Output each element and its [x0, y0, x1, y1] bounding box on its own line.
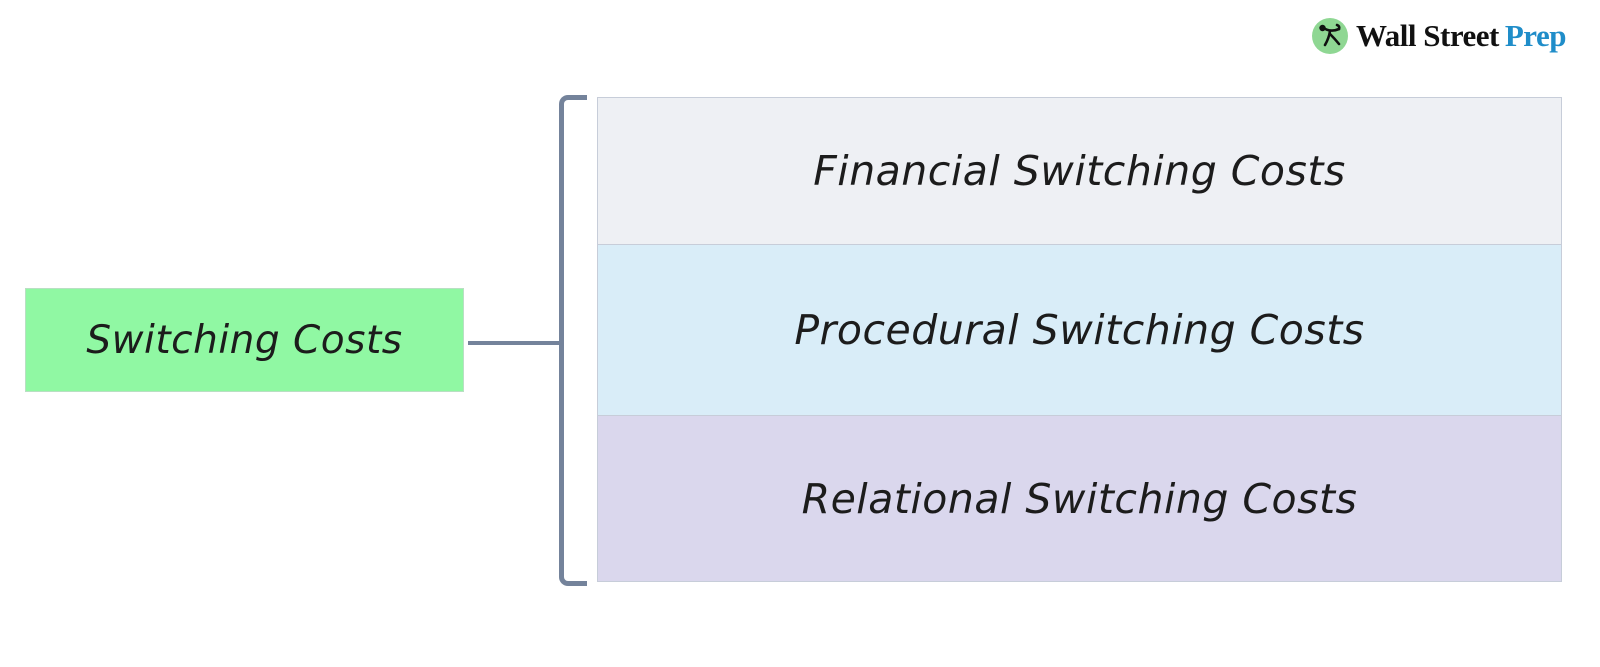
logo-text-wallstreet: Wall Street	[1355, 18, 1499, 53]
child-node-label: Procedural Switching Costs	[794, 306, 1365, 354]
child-node-relational-switching-costs: Relational Switching Costs	[597, 415, 1562, 582]
logo-text-prep: Prep	[1504, 18, 1567, 53]
child-node-label: Relational Switching Costs	[801, 474, 1358, 523]
child-node-label: Financial Switching Costs	[813, 147, 1346, 195]
root-node-switching-costs: Switching Costs	[25, 288, 464, 392]
child-node-procedural-switching-costs: Procedural Switching Costs	[597, 244, 1562, 416]
children-stack: Financial Switching Costs Procedural Swi…	[597, 97, 1562, 582]
wallstreetprep-icon	[1311, 18, 1348, 54]
connector-line	[468, 341, 563, 345]
root-node-label: Switching Costs	[86, 317, 403, 363]
bracket-connector	[559, 95, 587, 586]
child-node-financial-switching-costs: Financial Switching Costs	[597, 97, 1562, 245]
